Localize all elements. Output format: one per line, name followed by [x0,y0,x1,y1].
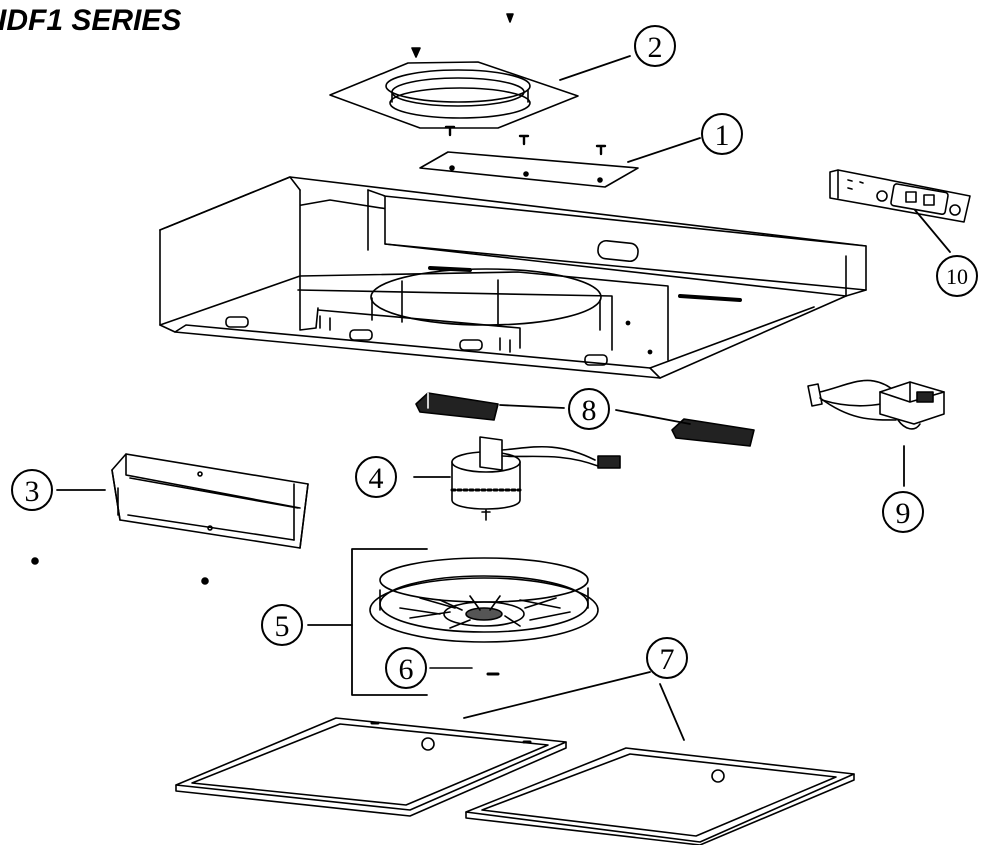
grease-filter-right [465,747,855,845]
callout-8-circle [568,388,610,430]
callout-2-label: 2 [648,31,663,64]
duct-collar-part [329,61,579,129]
callout-10-circle [936,255,978,297]
callout-3-circle [11,469,53,511]
callout-6-label: 6 [399,653,414,686]
callout-4-circle [355,456,397,498]
callout-10-label: 10 [946,264,968,289]
callout-9-label: 9 [896,497,911,530]
callout-6-circle [385,647,427,689]
control-switch-part [829,169,971,223]
callout-2-circle [634,25,676,67]
damper-box-part [111,453,309,549]
callout-1-label: 1 [715,119,730,152]
screws-plate [444,125,607,156]
motor-part [450,436,621,521]
callout-4-label: 4 [369,462,384,495]
grease-filter-left [175,717,567,817]
screw-collar-left [411,47,421,58]
callout-8-label: 8 [582,394,597,427]
blower-wheel-part [369,557,599,643]
callout-7-circle [646,637,688,679]
screw-top [506,13,514,23]
callout-1-circle [701,113,743,155]
wire-harness-part [807,379,945,430]
callout-3-label: 3 [25,475,40,508]
light-lens-right [671,418,755,447]
callout-5-circle [261,604,303,646]
light-lens-left [415,392,499,421]
bracket-5 [307,548,428,696]
callout-5-label: 5 [275,610,290,643]
top-plate-part [419,151,639,188]
callout-7-label: 7 [660,643,675,676]
callout-9-circle [882,491,924,533]
series-title: IDF1 SERIES [0,4,182,37]
range-hood-body [159,176,867,379]
